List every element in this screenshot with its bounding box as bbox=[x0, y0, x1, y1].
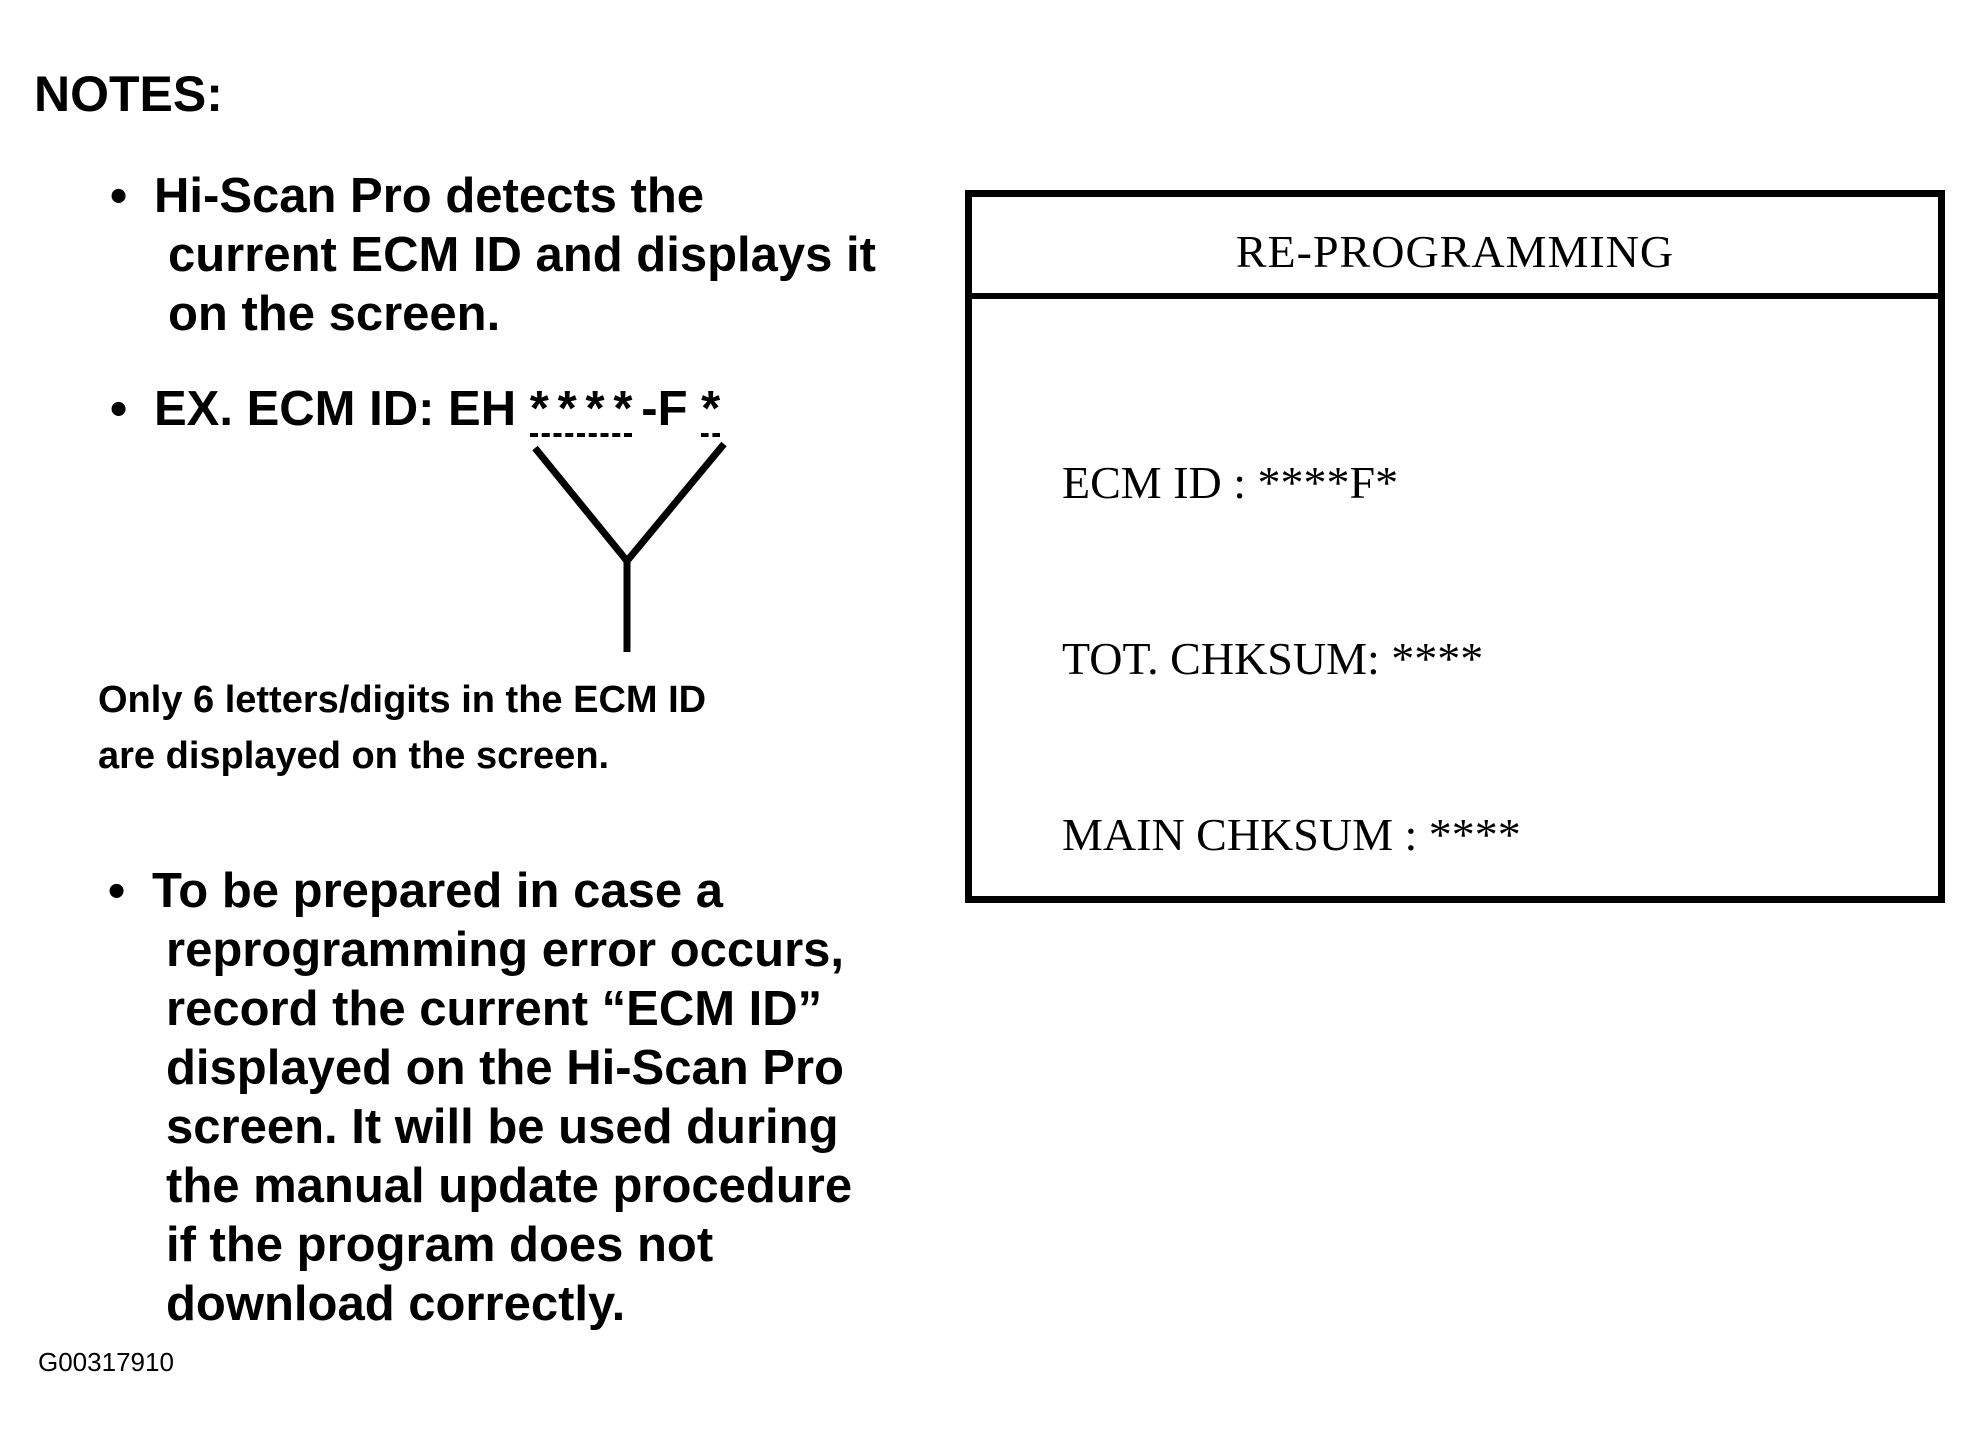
note-bullet-2: • EX. ECM ID: EH ****-F * bbox=[110, 380, 729, 439]
ecm-id-example-star-single: * bbox=[701, 382, 730, 436]
bullet-marker: • bbox=[110, 169, 128, 223]
notes-heading: NOTES: bbox=[34, 66, 223, 122]
note-bullet-1: • Hi-Scan Pro detects the current ECM ID… bbox=[110, 167, 876, 344]
note-bullet-3-line-6: the manual update procedure bbox=[166, 1159, 853, 1213]
note-bullet-3: • To be prepared in case a reprogramming… bbox=[108, 862, 852, 1334]
note-bullet-1-line-3: on the screen. bbox=[168, 287, 501, 341]
screen-title: RE-PROGRAMMING bbox=[972, 197, 1938, 299]
note-bullet-3-line-8: download correctly. bbox=[166, 1277, 626, 1331]
note-bullet-1-first-line: • Hi-Scan Pro detects the bbox=[110, 167, 876, 226]
ecm-id-caption-line-2: are displayed on the screen. bbox=[98, 735, 610, 777]
note-bullet-3-first-line: • To be prepared in case a bbox=[108, 862, 852, 921]
callout-line-right bbox=[624, 441, 727, 564]
ecm-id-caption-line-1: Only 6 letters/digits in the ECM ID bbox=[98, 679, 707, 721]
ecm-id-example: • EX. ECM ID: EH ****-F * bbox=[110, 380, 729, 439]
note-bullet-3-line-1: To be prepared in case a bbox=[152, 864, 723, 918]
star-single-underline bbox=[701, 433, 721, 437]
screen-field-main-chksum: MAIN CHKSUM : **** bbox=[1062, 809, 1521, 860]
ecm-id-caption: Only 6 letters/digits in the ECM ID are … bbox=[98, 672, 706, 784]
callout-line-left bbox=[532, 445, 630, 564]
note-bullet-3-line-3: record the current “ECM ID” bbox=[166, 982, 823, 1036]
note-bullet-1-line-1: Hi-Scan Pro detects the bbox=[154, 169, 705, 223]
star-group-underline bbox=[529, 433, 633, 437]
ecm-id-example-star-group: **** bbox=[529, 380, 642, 439]
note-bullet-3-line-2: reprogramming error occurs, bbox=[166, 923, 845, 977]
scan-tool-screen: RE-PROGRAMMING ECM ID : ****F* TOT. CHKS… bbox=[965, 190, 1945, 903]
note-bullet-3-line-7: if the program does not bbox=[166, 1218, 714, 1272]
screen-field-ecm-id: ECM ID : ****F* bbox=[1062, 457, 1399, 508]
ecm-id-example-star-single-group: * bbox=[701, 380, 729, 439]
note-bullet-3-line-4: displayed on the Hi-Scan Pro bbox=[166, 1041, 844, 1095]
ecm-id-example-middle: -F bbox=[641, 382, 702, 436]
bullet-marker: • bbox=[110, 382, 128, 436]
note-bullet-1-line-2: current ECM ID and displays it bbox=[168, 228, 876, 282]
screen-field-tot-chksum: TOT. CHKSUM: **** bbox=[1062, 633, 1484, 684]
ecm-id-example-prefix: EX. ECM ID: EH bbox=[154, 382, 530, 436]
note-bullet-3-line-5: screen. It will be used during bbox=[166, 1100, 839, 1154]
ecm-id-example-stars: **** bbox=[529, 382, 642, 436]
bullet-marker: • bbox=[108, 864, 126, 918]
figure-id: G00317910 bbox=[38, 1347, 174, 1377]
